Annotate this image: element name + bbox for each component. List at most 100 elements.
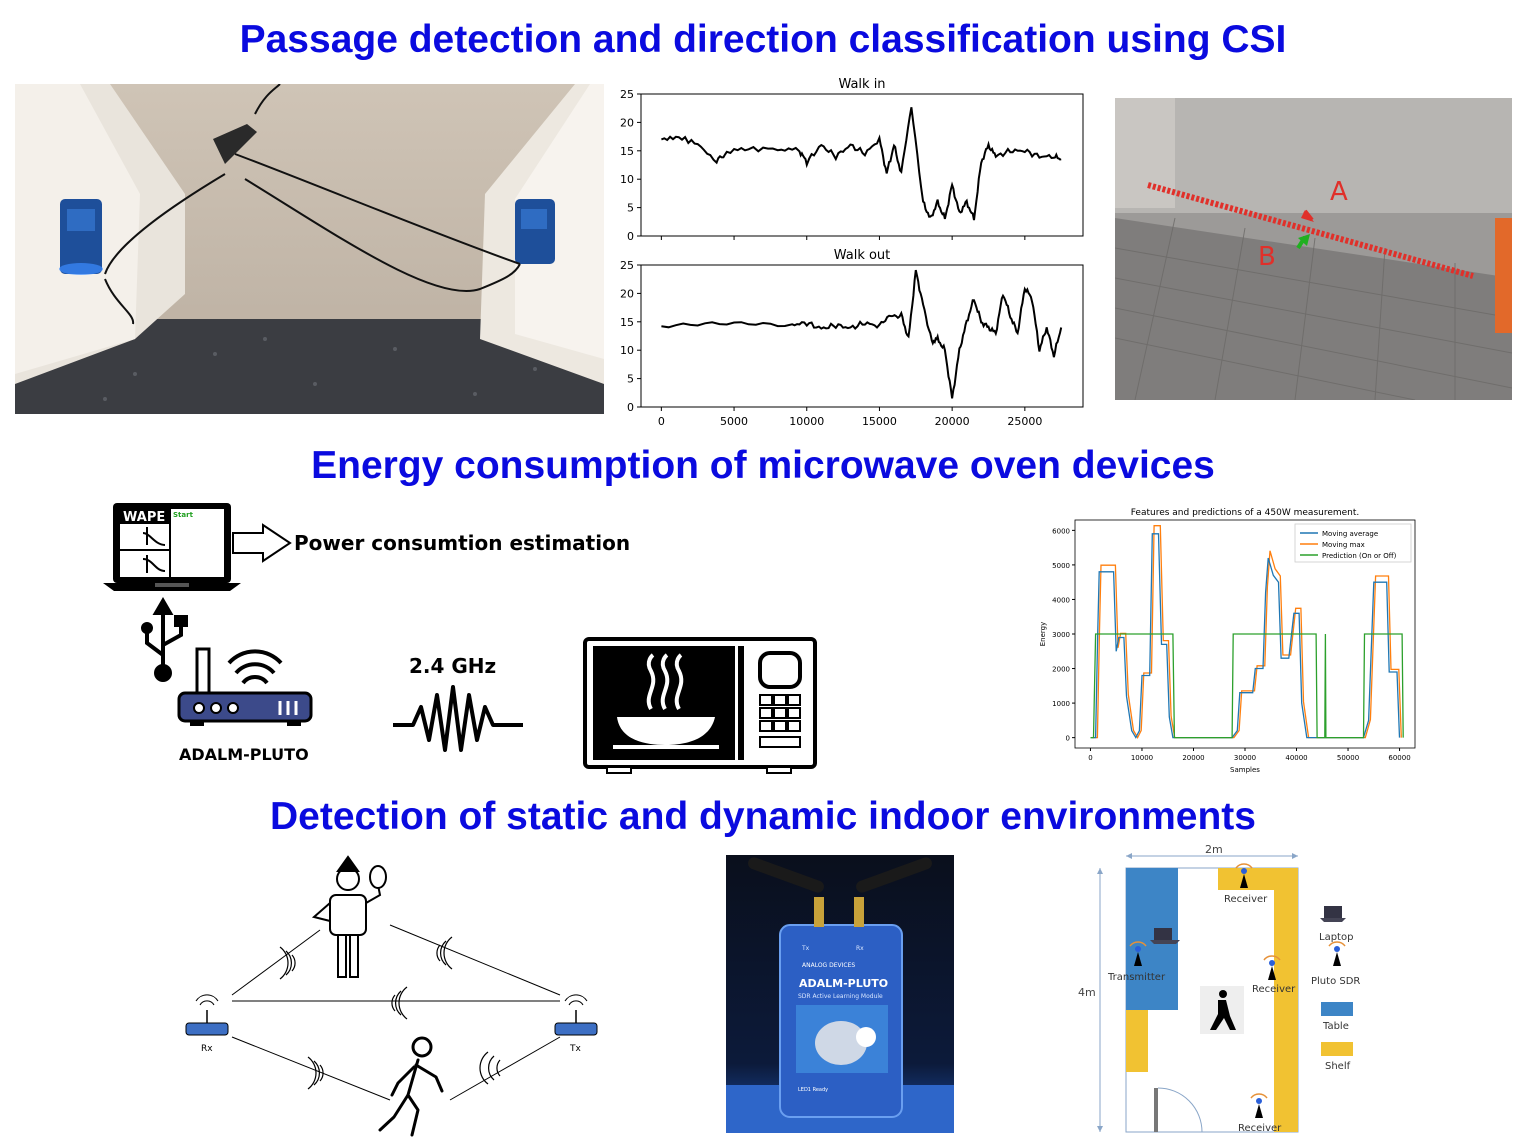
microwave-icon xyxy=(583,637,817,774)
energy-legend-label: Prediction (On or Off) xyxy=(1322,552,1397,560)
energy-y-tick-label: 5000 xyxy=(1052,562,1070,570)
energy-y-tick-label: 2000 xyxy=(1052,666,1070,674)
csi-y-tick-label: 25 xyxy=(620,88,634,101)
csi-y-tick-label: 15 xyxy=(620,316,634,329)
tx-label: Tx xyxy=(569,1044,581,1054)
pluto-leds-label: LED1 Ready xyxy=(798,1087,828,1093)
csi-axes-frame xyxy=(640,93,1084,237)
shelf-right xyxy=(1274,868,1298,1132)
energy-x-tick-label: 20000 xyxy=(1182,754,1204,762)
receiver-label-right: Receiver xyxy=(1252,984,1296,995)
walking-person-icon xyxy=(378,1036,444,1137)
laptop-icon xyxy=(1150,928,1180,944)
energy-y-tick-label: 1000 xyxy=(1052,700,1070,708)
csi-y-tick-label: 5 xyxy=(627,373,634,386)
section-title-energy: Energy consumption of microwave oven dev… xyxy=(311,444,1215,487)
usb-icon xyxy=(141,597,188,682)
legend-table-swatch xyxy=(1321,1002,1353,1016)
estimation-label: Power consumtion estimation xyxy=(294,531,630,555)
csi-y-tick-label: 10 xyxy=(620,344,634,357)
wave-icon xyxy=(393,685,523,752)
csi-y-tick-label: 0 xyxy=(627,401,634,414)
csi-x-tick-label: 10000 xyxy=(789,415,824,428)
gate-label-b: B xyxy=(1258,242,1276,272)
csi-series-line xyxy=(661,107,1062,221)
csi-y-tick-label: 15 xyxy=(620,145,634,158)
shelf-top xyxy=(1218,868,1274,890)
pluto-sdr-icon xyxy=(1250,1093,1268,1118)
laptop-icon xyxy=(1320,906,1346,922)
energy-x-tick-label: 50000 xyxy=(1337,754,1359,762)
csi-panel-title: Walk in xyxy=(838,77,885,92)
energy-x-tick-label: 30000 xyxy=(1234,754,1256,762)
csi-y-tick-label: 20 xyxy=(620,116,634,129)
csi-x-tick-label: 20000 xyxy=(935,415,970,428)
csi-x-tick-label: 25000 xyxy=(1007,415,1042,428)
csi-axes-frame xyxy=(640,264,1084,408)
energy-legend-label: Moving average xyxy=(1322,530,1378,538)
standing-person-icon xyxy=(311,855,387,978)
rx-label: Rx xyxy=(201,1044,213,1054)
energy-legend-label: Moving max xyxy=(1322,541,1365,549)
legend-laptop-label: Laptop xyxy=(1319,932,1353,943)
pluto-sdr-icon xyxy=(1129,941,1147,966)
series-prediction xyxy=(1090,633,1404,739)
transmitter-label: Transmitter xyxy=(1107,972,1166,983)
arrow-right-icon xyxy=(232,523,292,563)
energy-y-tick-label: 3000 xyxy=(1052,631,1070,639)
indoor-diagram: Rx Tx xyxy=(180,855,610,1140)
csi-x-tick-label: 0 xyxy=(658,415,665,428)
gate-photo: A B xyxy=(1115,98,1512,400)
energy-chart: Features and predictions of a 450W measu… xyxy=(1030,500,1430,782)
legend-pluto-label: Pluto SDR xyxy=(1311,976,1360,987)
gate-label-a: A xyxy=(1330,177,1348,207)
pluto-sdr-icon xyxy=(1235,863,1253,888)
csi-x-tick-label: 5000 xyxy=(720,415,748,428)
energy-chart-title: Features and predictions of a 450W measu… xyxy=(1131,508,1360,518)
pluto-rx-label: Rx xyxy=(856,945,864,952)
csi-y-tick-label: 10 xyxy=(620,173,634,186)
pluto-sdr-icon xyxy=(1328,941,1346,966)
energy-y-tick-label: 6000 xyxy=(1052,527,1070,535)
csi-y-tick-label: 0 xyxy=(627,230,634,243)
csi-y-tick-label: 20 xyxy=(620,287,634,300)
receiver-label-top: Receiver xyxy=(1224,894,1268,905)
legend-shelf-label: Shelf xyxy=(1325,1061,1351,1072)
csi-panel-title: Walk out xyxy=(834,248,891,263)
section-title-indoor: Detection of static and dynamic indoor e… xyxy=(270,795,1256,838)
csi-x-tick-label: 15000 xyxy=(862,415,897,428)
pluto-sdr-icon xyxy=(1263,955,1281,980)
receiver-label-bottom: Receiver xyxy=(1238,1123,1282,1134)
energy-x-tick-label: 40000 xyxy=(1285,754,1307,762)
shelf-left xyxy=(1126,1010,1148,1072)
energy-x-tick-label: 0 xyxy=(1088,754,1092,762)
pluto-name-label: ADALM-PLUTO xyxy=(799,977,888,990)
door-photo xyxy=(15,84,604,414)
legend-shelf-swatch xyxy=(1321,1042,1353,1056)
pluto-tx-label: Tx xyxy=(801,945,810,952)
router-icon xyxy=(177,647,313,726)
energy-y-tick-label: 4000 xyxy=(1052,596,1070,604)
energy-diagram: WAPE Start Power consumtion estimation xyxy=(95,495,825,780)
energy-x-axis-label: Samples xyxy=(1230,766,1260,774)
section-title-csi: Passage detection and direction classifi… xyxy=(239,18,1287,61)
floor-plan: 2m 4m Receiver Transmitter Receiver Rece… xyxy=(1070,840,1370,1140)
energy-y-tick-label: 0 xyxy=(1066,735,1070,743)
laptop-icon xyxy=(103,503,241,591)
tx-router-icon xyxy=(554,994,598,1036)
sdr-label: ADALM-PLUTO xyxy=(179,745,309,764)
walking-person-icon xyxy=(1210,990,1236,1030)
height-label: 4m xyxy=(1078,986,1096,999)
pluto-photo: Tx Rx ANALOG DEVICES ADALM-PLUTO SDR Act… xyxy=(726,855,954,1133)
pluto-subtitle-label: SDR Active Learning Module xyxy=(798,993,883,1000)
csi-y-tick-label: 5 xyxy=(627,202,634,215)
csi-y-tick-label: 25 xyxy=(620,259,634,272)
start-label: Start xyxy=(173,511,194,519)
pluto-brand-label: ANALOG DEVICES xyxy=(802,962,855,969)
csi-series-line xyxy=(661,269,1063,399)
legend-table-label: Table xyxy=(1322,1021,1349,1032)
frequency-label: 2.4 GHz xyxy=(409,654,496,678)
energy-y-axis-label: Energy xyxy=(1039,622,1047,647)
